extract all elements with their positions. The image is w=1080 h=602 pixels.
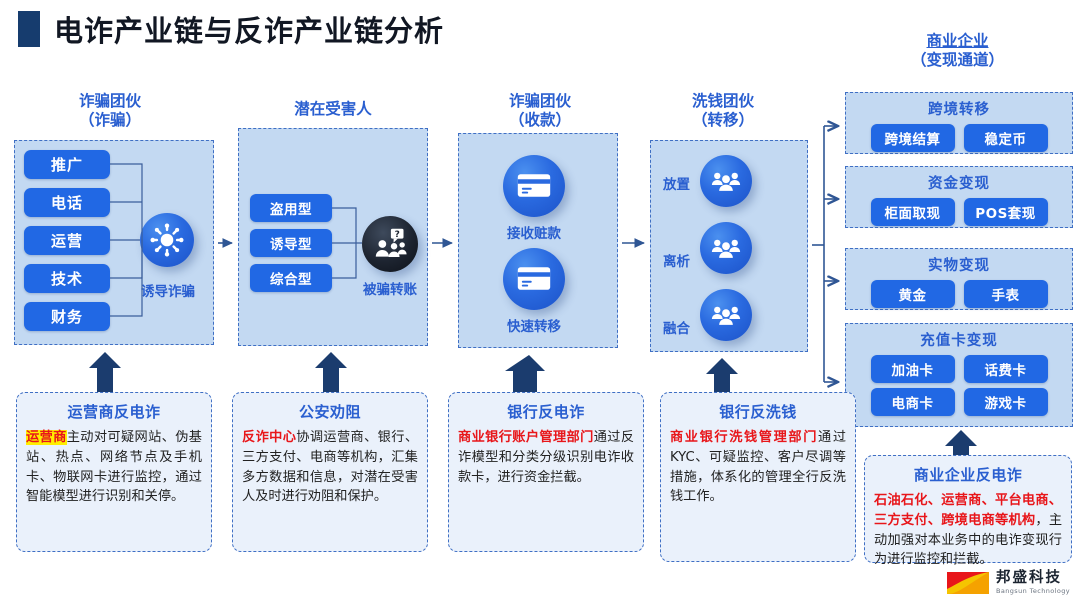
group-box-cross-border: 跨境转移 跨境结算 稳定币 bbox=[845, 92, 1073, 154]
credit-card-icon-2 bbox=[503, 248, 565, 310]
brand-logo: 邦盛科技 Bangsun Technology bbox=[947, 569, 1070, 595]
column-header-3: 诈骗团伙 （收款） bbox=[450, 92, 630, 131]
info-card-body-1: 运营商主动对可疑网站、伪基站、热点、网络节点及手机卡、物联网卡进行监控，通过智能… bbox=[26, 428, 202, 507]
column-header-5-line2: （变现通道） bbox=[910, 51, 1004, 70]
group-chip-3-2[interactable]: 手表 bbox=[963, 280, 1048, 308]
column-header-2: 潜在受害人 bbox=[238, 100, 428, 119]
chip-role-1[interactable]: 推广 bbox=[24, 150, 110, 179]
info-card-text-4: 通过KYC、可疑监控、客户尽调等措施，体系化的管理全行反洗钱工作。 bbox=[670, 430, 847, 505]
info-card-body-5: 石油石化、运营商、平台电商、三方支付、跨境电商等机构，主动加强对本业务中的电诈变… bbox=[874, 491, 1062, 570]
stage3-label-1: 接收赃款 bbox=[507, 226, 561, 242]
info-card-title-2: 公安劝阻 bbox=[298, 403, 361, 421]
info-card-body-2: 反诈中心协调运营商、银行、三方支付、电商等机构，汇集多方数据和信息，对潜在受害人… bbox=[242, 428, 418, 507]
group-chip-3-1[interactable]: 黄金 bbox=[870, 280, 955, 308]
stage4-label-3: 融合 bbox=[663, 321, 690, 337]
group-title-2: 资金变现 bbox=[928, 176, 990, 192]
group-chip-4-3[interactable]: 电商卡 bbox=[870, 388, 955, 416]
info-card-text-5: ，主动加强对本业务中的电诈变现行为进行监控和拦截。 bbox=[874, 512, 1063, 568]
group-box-goods: 实物变现 黄金 手表 bbox=[845, 248, 1073, 310]
info-card-police: 公安劝阻 反诈中心协调运营商、银行、三方支付、电商等机构，汇集多方数据和信息，对… bbox=[232, 392, 428, 552]
title-text: 电诈产业链与反诈产业链分析 bbox=[54, 14, 445, 48]
info-card-body-4: 商业银行洗钱管理部门通过KYC、可疑监控、客户尽调等措施，体系化的管理全行反洗钱… bbox=[670, 428, 846, 507]
info-card-text-3: 通过反诈模型和分类分级识别电诈收款卡，进行资金拦截。 bbox=[458, 430, 635, 485]
info-card-body-3: 商业银行账户管理部门通过反诈模型和分类分级识别电诈收款卡，进行资金拦截。 bbox=[458, 428, 634, 487]
column-header-3-line1: 诈骗团伙 bbox=[508, 92, 571, 110]
credit-card-icon-1 bbox=[503, 155, 565, 217]
column-header-4-line1: 洗钱团伙 bbox=[691, 92, 754, 110]
logo-text-cn: 邦盛科技 bbox=[996, 569, 1062, 586]
confused-people-icon: ? bbox=[362, 216, 418, 272]
group-chip-2-1[interactable]: 柜面取现 bbox=[870, 198, 955, 226]
chip-victim-type-3[interactable]: 综合型 bbox=[250, 264, 332, 292]
virus-icon bbox=[140, 213, 194, 267]
group-chip-1-1[interactable]: 跨境结算 bbox=[870, 124, 955, 152]
group-chip-1-2[interactable]: 稳定币 bbox=[963, 124, 1048, 152]
info-card-emphasis-1: 运营商 bbox=[26, 430, 67, 445]
group-chip-4-1[interactable]: 加油卡 bbox=[870, 355, 955, 383]
column-header-1-line1: 诈骗团伙 bbox=[78, 92, 141, 110]
hub-label-induce-fraud: 诱导诈骗 bbox=[141, 284, 195, 300]
chip-role-2[interactable]: 电话 bbox=[24, 188, 110, 217]
group-title-4: 充值卡变现 bbox=[920, 333, 998, 349]
group-box-prepaid-cards: 充值卡变现 加油卡 话费卡 电商卡 游戏卡 bbox=[845, 323, 1073, 427]
info-card-emphasis-2: 反诈中心 bbox=[242, 430, 297, 445]
column-header-5-line1: 商业企业 bbox=[926, 32, 989, 50]
logo-text-en: Bangsun Technology bbox=[996, 587, 1070, 595]
group-chip-4-4[interactable]: 游戏卡 bbox=[963, 388, 1048, 416]
chip-role-5[interactable]: 财务 bbox=[24, 302, 110, 331]
info-card-carrier: 运营商反电诈 运营商主动对可疑网站、伪基站、热点、网络节点及手机卡、物联网卡进行… bbox=[16, 392, 212, 552]
info-card-title-5: 商业企业反电诈 bbox=[913, 466, 1023, 484]
stage4-label-1: 放置 bbox=[663, 177, 690, 193]
info-card-title-3: 银行反电诈 bbox=[507, 403, 585, 421]
column-header-4: 洗钱团伙 （转移） bbox=[633, 92, 813, 131]
svg-text:?: ? bbox=[395, 230, 400, 240]
info-card-title-4: 银行反洗钱 bbox=[719, 403, 797, 421]
info-card-emphasis-5: 石油石化、运营商、平台电商、三方支付、跨境电商等机构 bbox=[874, 493, 1062, 528]
info-card-text-1: 主动对可疑网站、伪基站、热点、网络节点及手机卡、物联网卡进行监控，通过智能模型进… bbox=[26, 430, 202, 505]
column-header-2-line1: 潜在受害人 bbox=[294, 100, 372, 118]
group-chip-4-2[interactable]: 话费卡 bbox=[963, 355, 1048, 383]
chip-role-3[interactable]: 运营 bbox=[24, 226, 110, 255]
info-card-text-2: 协调运营商、银行、三方支付、电商等机构，汇集多方数据和信息，对潜在受害人及时进行… bbox=[242, 430, 419, 505]
chip-victim-type-1[interactable]: 盗用型 bbox=[250, 194, 332, 222]
info-card-emphasis-4: 商业银行洗钱管理部门 bbox=[670, 430, 819, 445]
bangsun-logo-icon bbox=[947, 571, 989, 594]
info-card-bank-aml: 银行反洗钱 商业银行洗钱管理部门通过KYC、可疑监控、客户尽调等措施，体系化的管… bbox=[660, 392, 856, 562]
stage3-label-2: 快速转移 bbox=[507, 319, 561, 335]
stage4-label-2: 离析 bbox=[663, 254, 690, 270]
column-header-3-line2: （收款） bbox=[508, 111, 571, 130]
hub-label-defrauded-transfer: 被骗转账 bbox=[363, 282, 417, 298]
column-header-5: 商业企业 （变现通道） bbox=[855, 32, 1060, 71]
column-header-1: 诈骗团伙 （诈骗） bbox=[20, 92, 200, 131]
info-card-emphasis-3: 商业银行账户管理部门 bbox=[458, 430, 594, 445]
page-title: 电诈产业链与反诈产业链分析 bbox=[18, 8, 444, 50]
group-title-1: 跨境转移 bbox=[928, 102, 990, 118]
chip-role-4[interactable]: 技术 bbox=[24, 264, 110, 293]
title-bullet-square bbox=[18, 11, 40, 47]
group-people-icon-1 bbox=[700, 155, 752, 207]
column-header-1-line2: （诈骗） bbox=[78, 111, 141, 130]
info-card-enterprise: 商业企业反电诈 石油石化、运营商、平台电商、三方支付、跨境电商等机构，主动加强对… bbox=[864, 455, 1072, 567]
group-people-icon-3 bbox=[700, 289, 752, 341]
group-box-cash-out: 资金变现 柜面取现 POS套现 bbox=[845, 166, 1073, 228]
group-title-3: 实物变现 bbox=[928, 258, 990, 274]
chip-victim-type-2[interactable]: 诱导型 bbox=[250, 229, 332, 257]
group-chip-2-2[interactable]: POS套现 bbox=[963, 198, 1048, 226]
group-people-icon-2 bbox=[700, 222, 752, 274]
column-header-4-line2: （转移） bbox=[691, 111, 754, 130]
info-card-bank-antifraud: 银行反电诈 商业银行账户管理部门通过反诈模型和分类分级识别电诈收款卡，进行资金拦… bbox=[448, 392, 644, 552]
info-card-title-1: 运营商反电诈 bbox=[67, 403, 161, 421]
